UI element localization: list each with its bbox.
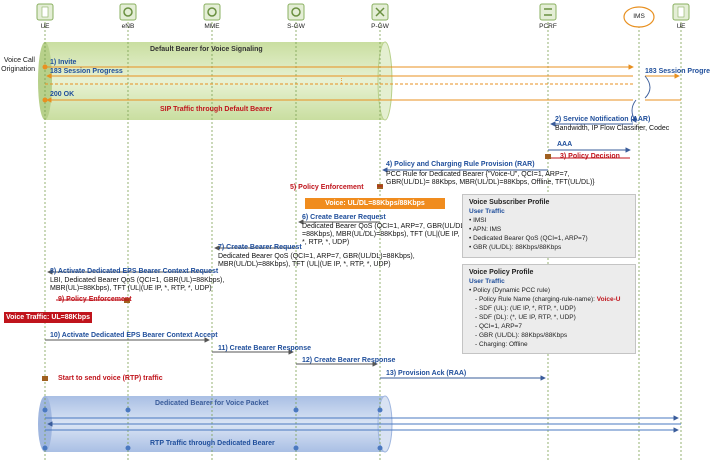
- dots-label: ⋮: [338, 78, 345, 85]
- m12-label: 12) Create Bearer Response: [302, 357, 396, 364]
- m10-label: 10) Activate Dedicated EPS Bearer Contex…: [50, 332, 218, 339]
- policy-profile-line: - GBR (UL/DL): 88Kbps/88Kbps: [475, 332, 568, 339]
- policy-profile-line: - SDF (UL): (UE IP, *, RTP, *, UDP): [475, 305, 576, 312]
- subscriber-profile-line: • IMSI: [469, 217, 487, 224]
- aaa-label: AAA: [557, 141, 573, 148]
- policy-profile-title: Voice Policy Profile: [469, 269, 534, 276]
- m13-label: 13) Provision Ack (RAA): [386, 370, 467, 377]
- subscriber-profile-box: Voice Subscriber Profile User Traffic • …: [462, 194, 636, 258]
- policy-profile-line: - SDF (DL): (*, UE IP, RTP, *, UDP): [475, 314, 576, 321]
- subscriber-profile-sub: User Traffic: [469, 208, 505, 215]
- default-bearer-title: Default Bearer for Voice Signaling: [150, 46, 263, 53]
- m9-label: 9) Policy Enforcement: [58, 296, 132, 303]
- gear-icon: [539, 3, 557, 21]
- policy-profile-l1: • Policy (Dynamic PCC rule): [469, 287, 551, 294]
- ok-label: 200 OK: [50, 91, 75, 98]
- m4-label: 4) Policy and Charging Rule Provision (R…: [386, 161, 535, 168]
- m6-detail-2: =88Kbps), MBR(UL/DL)=88Kbps), TFT (UL|(U…: [302, 231, 460, 238]
- gear-icon: [119, 3, 137, 21]
- subscriber-profile-line: • Dedicated Bearer QoS (QCI=1, ARP=7): [469, 235, 588, 242]
- m11-label: 11) Create Bearer Response: [218, 345, 311, 352]
- m8-label: 8) Activate Dedicated EPS Bearer Context…: [50, 268, 219, 275]
- start-rtp-label: Start to send voice (RTP) traffic: [58, 375, 163, 382]
- m7-detail-2: MBR(UL/DL)=88Kbps), TFT (UL|(UE IP, *, R…: [218, 261, 391, 268]
- progress-label-right: 183 Session Progress: [645, 68, 710, 75]
- m6-label: 6) Create Bearer Request: [302, 214, 386, 221]
- policy-profile-sub: User Traffic: [469, 278, 505, 285]
- m4-detail-1: PCC Rule for Dedicated Bearer {"Voice-U"…: [386, 171, 570, 178]
- policy-profile-l2: - Policy Rule Name (charging-rule-name):…: [475, 296, 620, 303]
- progress-label-left: 183 Session Progress: [50, 68, 123, 75]
- voice-rate-badge: Voice: UL/DL=88Kbps/88Kbps: [305, 198, 445, 209]
- m8-detail-1: LBI, Dedicated Bearer QoS (QCI=1, GBR(UL…: [50, 277, 225, 284]
- node-label-ims: IMS: [633, 13, 645, 20]
- default-bearer-band: [45, 42, 385, 120]
- node-label-enb: eNB: [121, 23, 135, 30]
- m3-label: 3) Policy Decision: [560, 153, 620, 160]
- phone-icon: [672, 3, 690, 21]
- node-label-ue-remote: UE: [676, 23, 686, 30]
- policy-rule-name-label: - Policy Rule Name (charging-rule-name):: [475, 296, 597, 303]
- m2-label: 2) Service Notification (AAR): [555, 116, 651, 123]
- m2-detail: Bandwidth, IP Flow Classifier, Codec: [555, 125, 670, 132]
- subscriber-profile-line: • GBR (UL/DL): 88Kbps/88Kbps: [469, 244, 562, 251]
- phone-icon: [36, 3, 54, 21]
- voice-traffic-badge: Voice Traffic: UL=88Kbps: [4, 312, 92, 323]
- m8-detail-2: MBR(UL)=88Kbps), TFT (UL|(UE IP, *, RTP,…: [50, 285, 212, 292]
- node-label-mme: MME: [204, 23, 220, 30]
- m6-detail-3: *, RTP, *, UDP): [302, 239, 350, 246]
- policy-profile-line: - QCI=1, ARP=7: [475, 323, 522, 330]
- gear-icon: [287, 3, 305, 21]
- policy-profile-box: Voice Policy Profile User Traffic • Poli…: [462, 264, 636, 354]
- dedicated-bearer-title: Dedicated Bearer for Voice Packet: [155, 400, 269, 407]
- default-bearer-subtitle: SIP Traffic through Default Bearer: [160, 106, 273, 113]
- m6-detail-1: Dedicated Bearer QoS (QCI=1, ARP=7, GBR(…: [302, 223, 467, 230]
- node-label-sgw: S-GW: [287, 23, 305, 30]
- node-label-pcrf: PCRF: [539, 23, 557, 30]
- policy-rule-name-value: Voice-U: [596, 296, 621, 303]
- invite-label: 1) Invite: [50, 59, 77, 66]
- ims-circle-icon: [623, 6, 655, 28]
- call-origination-label: Voice Call Origination: [1, 57, 35, 73]
- node-label-ue: UE: [40, 23, 50, 30]
- m4-detail-2: GBR(UL/DL)= 88Kbps, MBR(UL/DL)=88Kbps, O…: [386, 179, 595, 186]
- gear-icon: [203, 3, 221, 21]
- gear-icon: [371, 3, 389, 21]
- subscriber-profile-line: • APN: IMS: [469, 226, 502, 233]
- dedicated-bearer-subtitle: RTP Traffic through Dedicated Bearer: [150, 440, 275, 447]
- lifelines: [44, 22, 682, 462]
- subscriber-profile-title: Voice Subscriber Profile: [469, 199, 550, 206]
- node-label-pgw: P-GW: [371, 23, 389, 30]
- m5-label: 5) Policy Enforcement: [290, 184, 364, 191]
- policy-profile-line: - Charging: Offline: [475, 341, 528, 348]
- m7-label: 7) Create Bearer Request: [218, 244, 302, 251]
- m7-detail-1: Dedicated Bearer QoS (QCI=1, ARP=7, GBR(…: [218, 253, 415, 260]
